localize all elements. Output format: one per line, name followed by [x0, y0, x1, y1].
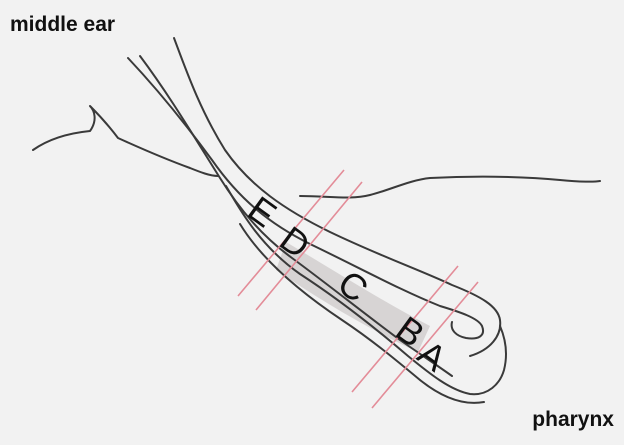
tube-wall-lower-edge: [239, 223, 485, 404]
tube-outer-wall-top: [173, 37, 502, 357]
pharynx-label: pharynx: [532, 408, 614, 431]
cut-lines: [237, 169, 479, 409]
cut-line-2: [255, 181, 363, 311]
lumen-shading: [276, 242, 430, 352]
segment-label-e: E: [241, 188, 285, 235]
cut-line-3: [351, 265, 459, 393]
cut-line-1: [237, 169, 345, 297]
middle-ear-label: middle ear: [10, 13, 116, 36]
boundary-line-right: [299, 175, 601, 199]
boundary-line-left: [32, 105, 219, 177]
tube-wall-bottom: [225, 185, 508, 396]
tube-wall-bottom-outer: [139, 55, 453, 377]
tube-inner-wall-top: [127, 57, 484, 340]
cut-line-4: [371, 281, 479, 409]
